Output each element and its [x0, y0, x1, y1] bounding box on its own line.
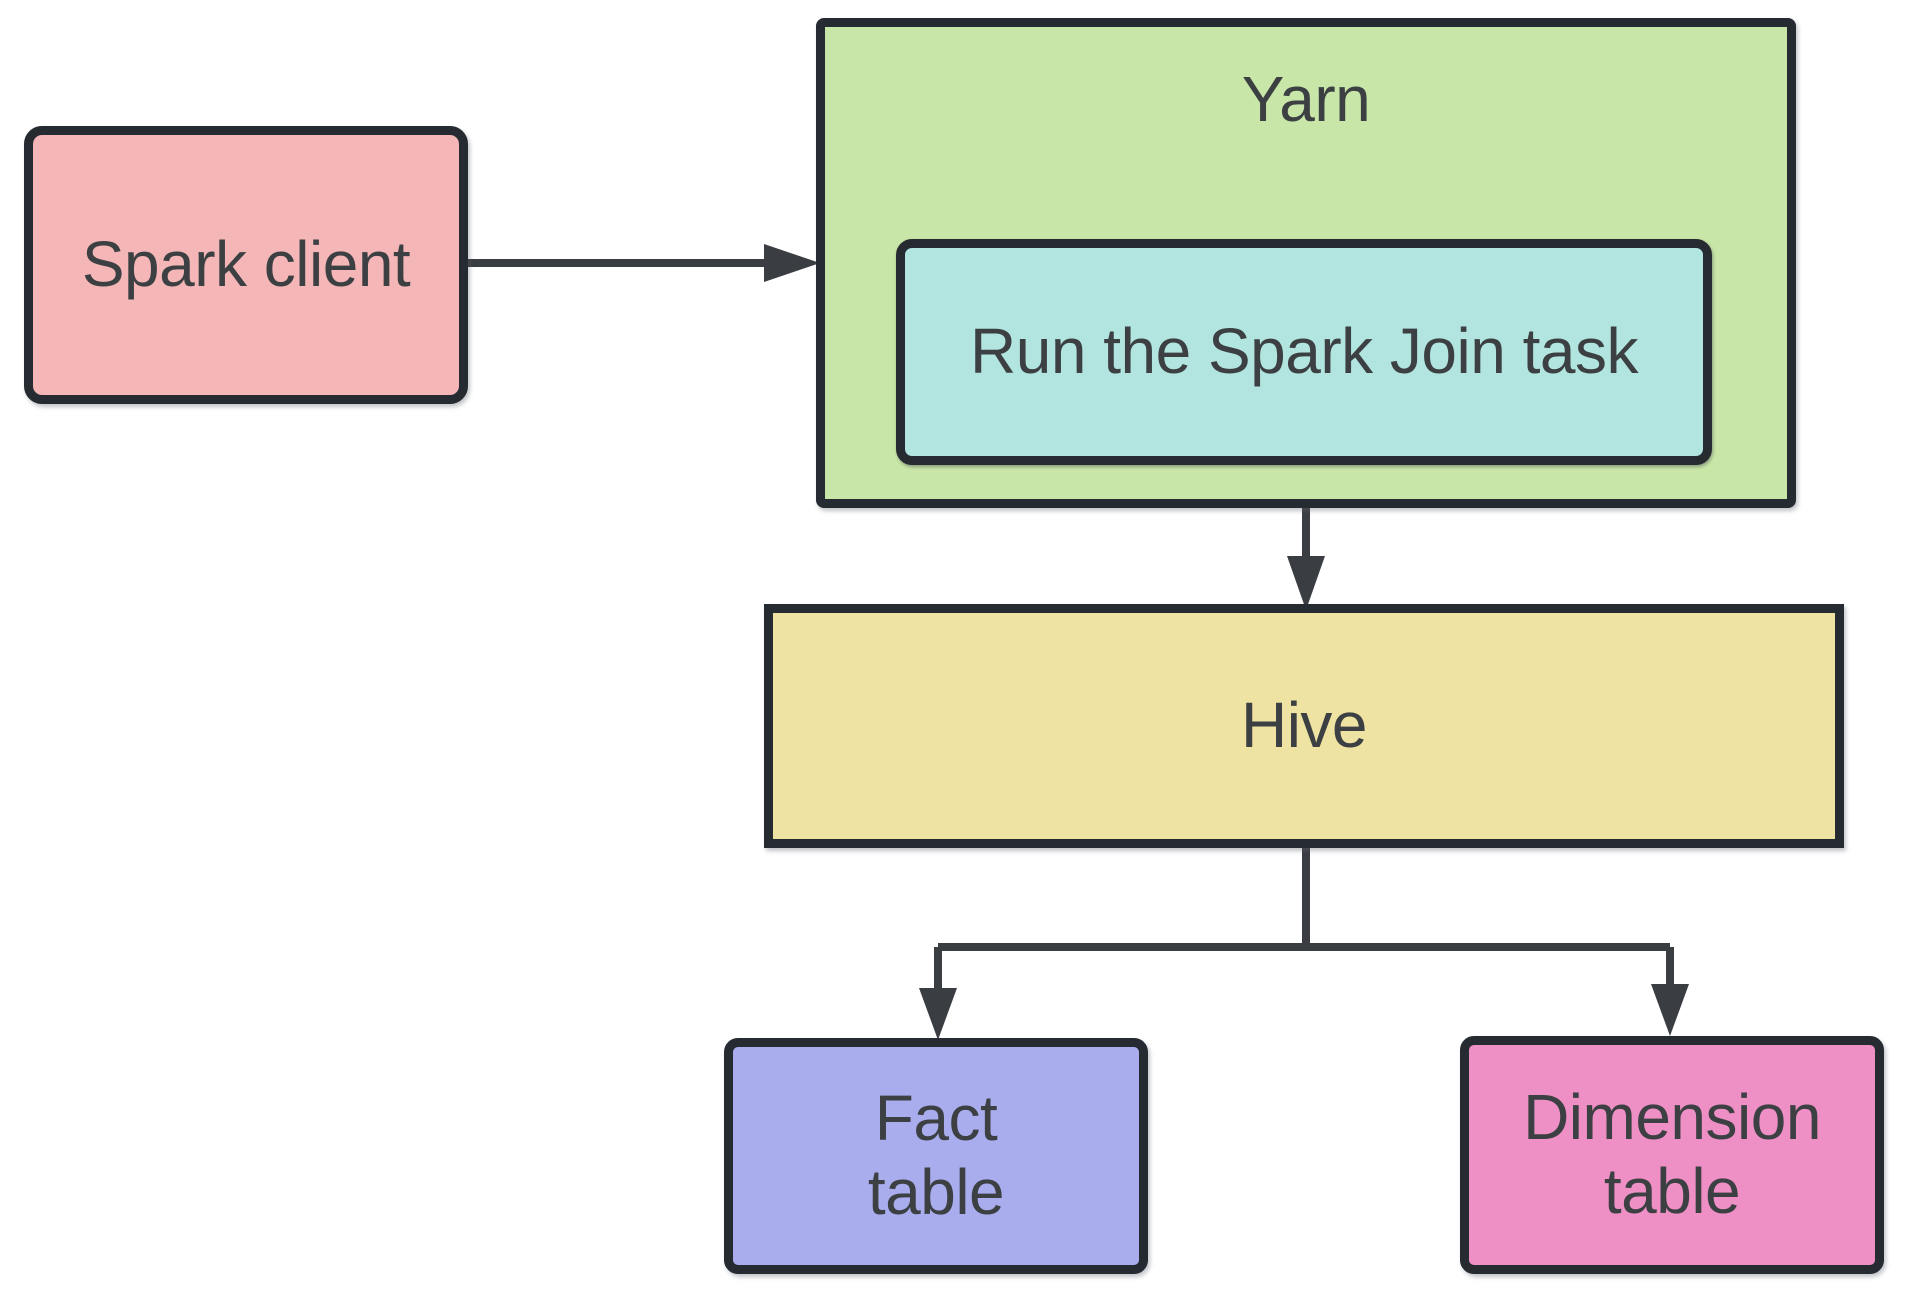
- arrowhead-down-icon: [1651, 984, 1689, 1036]
- yarn-label: Yarn: [1241, 63, 1371, 135]
- arrowhead-down-icon: [919, 988, 957, 1040]
- fact-table-label-line1: Fact: [874, 1082, 998, 1155]
- node-dimension-table: Dimension table: [1460, 1036, 1884, 1274]
- spark-client-label: Spark client: [81, 228, 411, 301]
- dimension-table-label-line1: Dimension: [1523, 1081, 1821, 1154]
- fact-table-label-line2: table: [867, 1156, 1005, 1228]
- connector-spark-client-to-yarn: [468, 244, 820, 282]
- node-spark-client: Spark client: [24, 126, 468, 404]
- dimension-table-label-line2: table: [1603, 1155, 1741, 1227]
- node-hive: Hive: [764, 604, 1844, 848]
- arrowhead-down-icon: [1287, 556, 1325, 610]
- dimension-table-label: Dimension table: [1523, 1081, 1821, 1228]
- run-spark-join-task-label: Run the Spark Join task: [970, 315, 1638, 388]
- hive-label: Hive: [1240, 689, 1368, 762]
- node-fact-table: Fact table: [724, 1038, 1148, 1274]
- fact-table-label: Fact table: [867, 1082, 1005, 1229]
- arrowhead-right-icon: [764, 244, 820, 282]
- connector-hive-branch: [919, 846, 1689, 1040]
- node-run-spark-join-task: Run the Spark Join task: [896, 239, 1712, 465]
